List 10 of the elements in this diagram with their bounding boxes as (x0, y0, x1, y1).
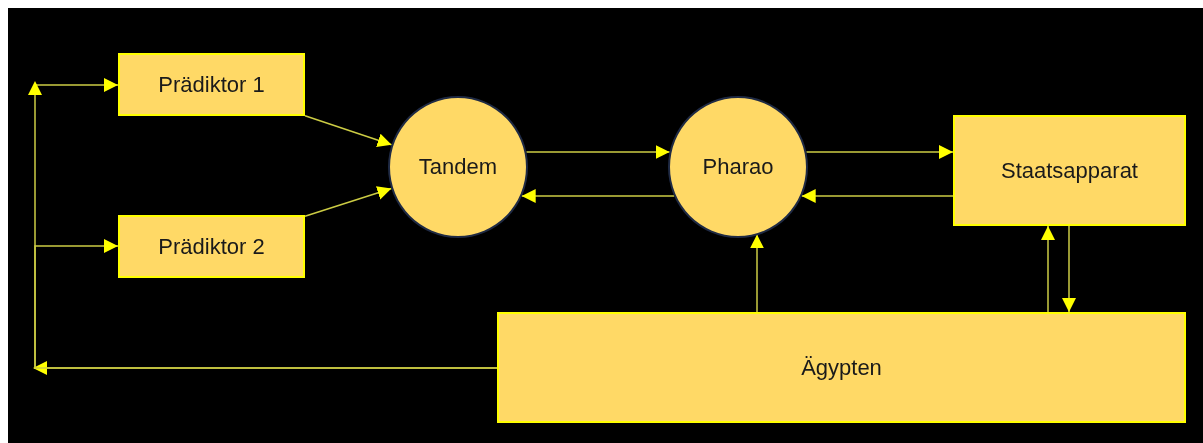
node-label: Tandem (418, 154, 498, 180)
node-label: Prädiktor 1 (158, 71, 265, 98)
process-box (118, 53, 305, 116)
process-box (953, 115, 1186, 226)
process-box (497, 312, 1186, 423)
node-label: Prädiktor 2 (158, 233, 265, 260)
process-box (118, 215, 305, 278)
node-label: Pharao (702, 154, 774, 180)
node-label: Ägypten (801, 354, 882, 381)
node-label: Staatsapparat (1001, 157, 1138, 184)
